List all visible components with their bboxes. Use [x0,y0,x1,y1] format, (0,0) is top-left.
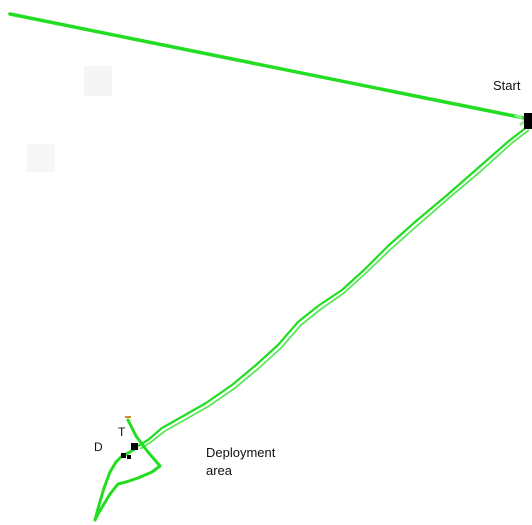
faint-patch [27,144,55,172]
d-marker-square-2 [127,455,131,459]
deployment-label-line1: Deployment [206,445,276,460]
d-label: D [94,440,103,454]
top-track-line [8,12,526,120]
start-marker [524,113,532,129]
diagonal-track-line [137,126,528,447]
t-label: T [118,425,126,439]
faint-patch [84,66,112,96]
t-marker-square [131,443,138,450]
start-label: Start [493,78,521,93]
deployment-loop-left [93,446,138,522]
diagonal-track-line-2 [139,129,530,450]
start-dash [514,113,523,120]
deployment-loop [93,418,162,522]
d-marker-square [121,453,126,458]
deployment-label-line2: area [206,463,233,478]
